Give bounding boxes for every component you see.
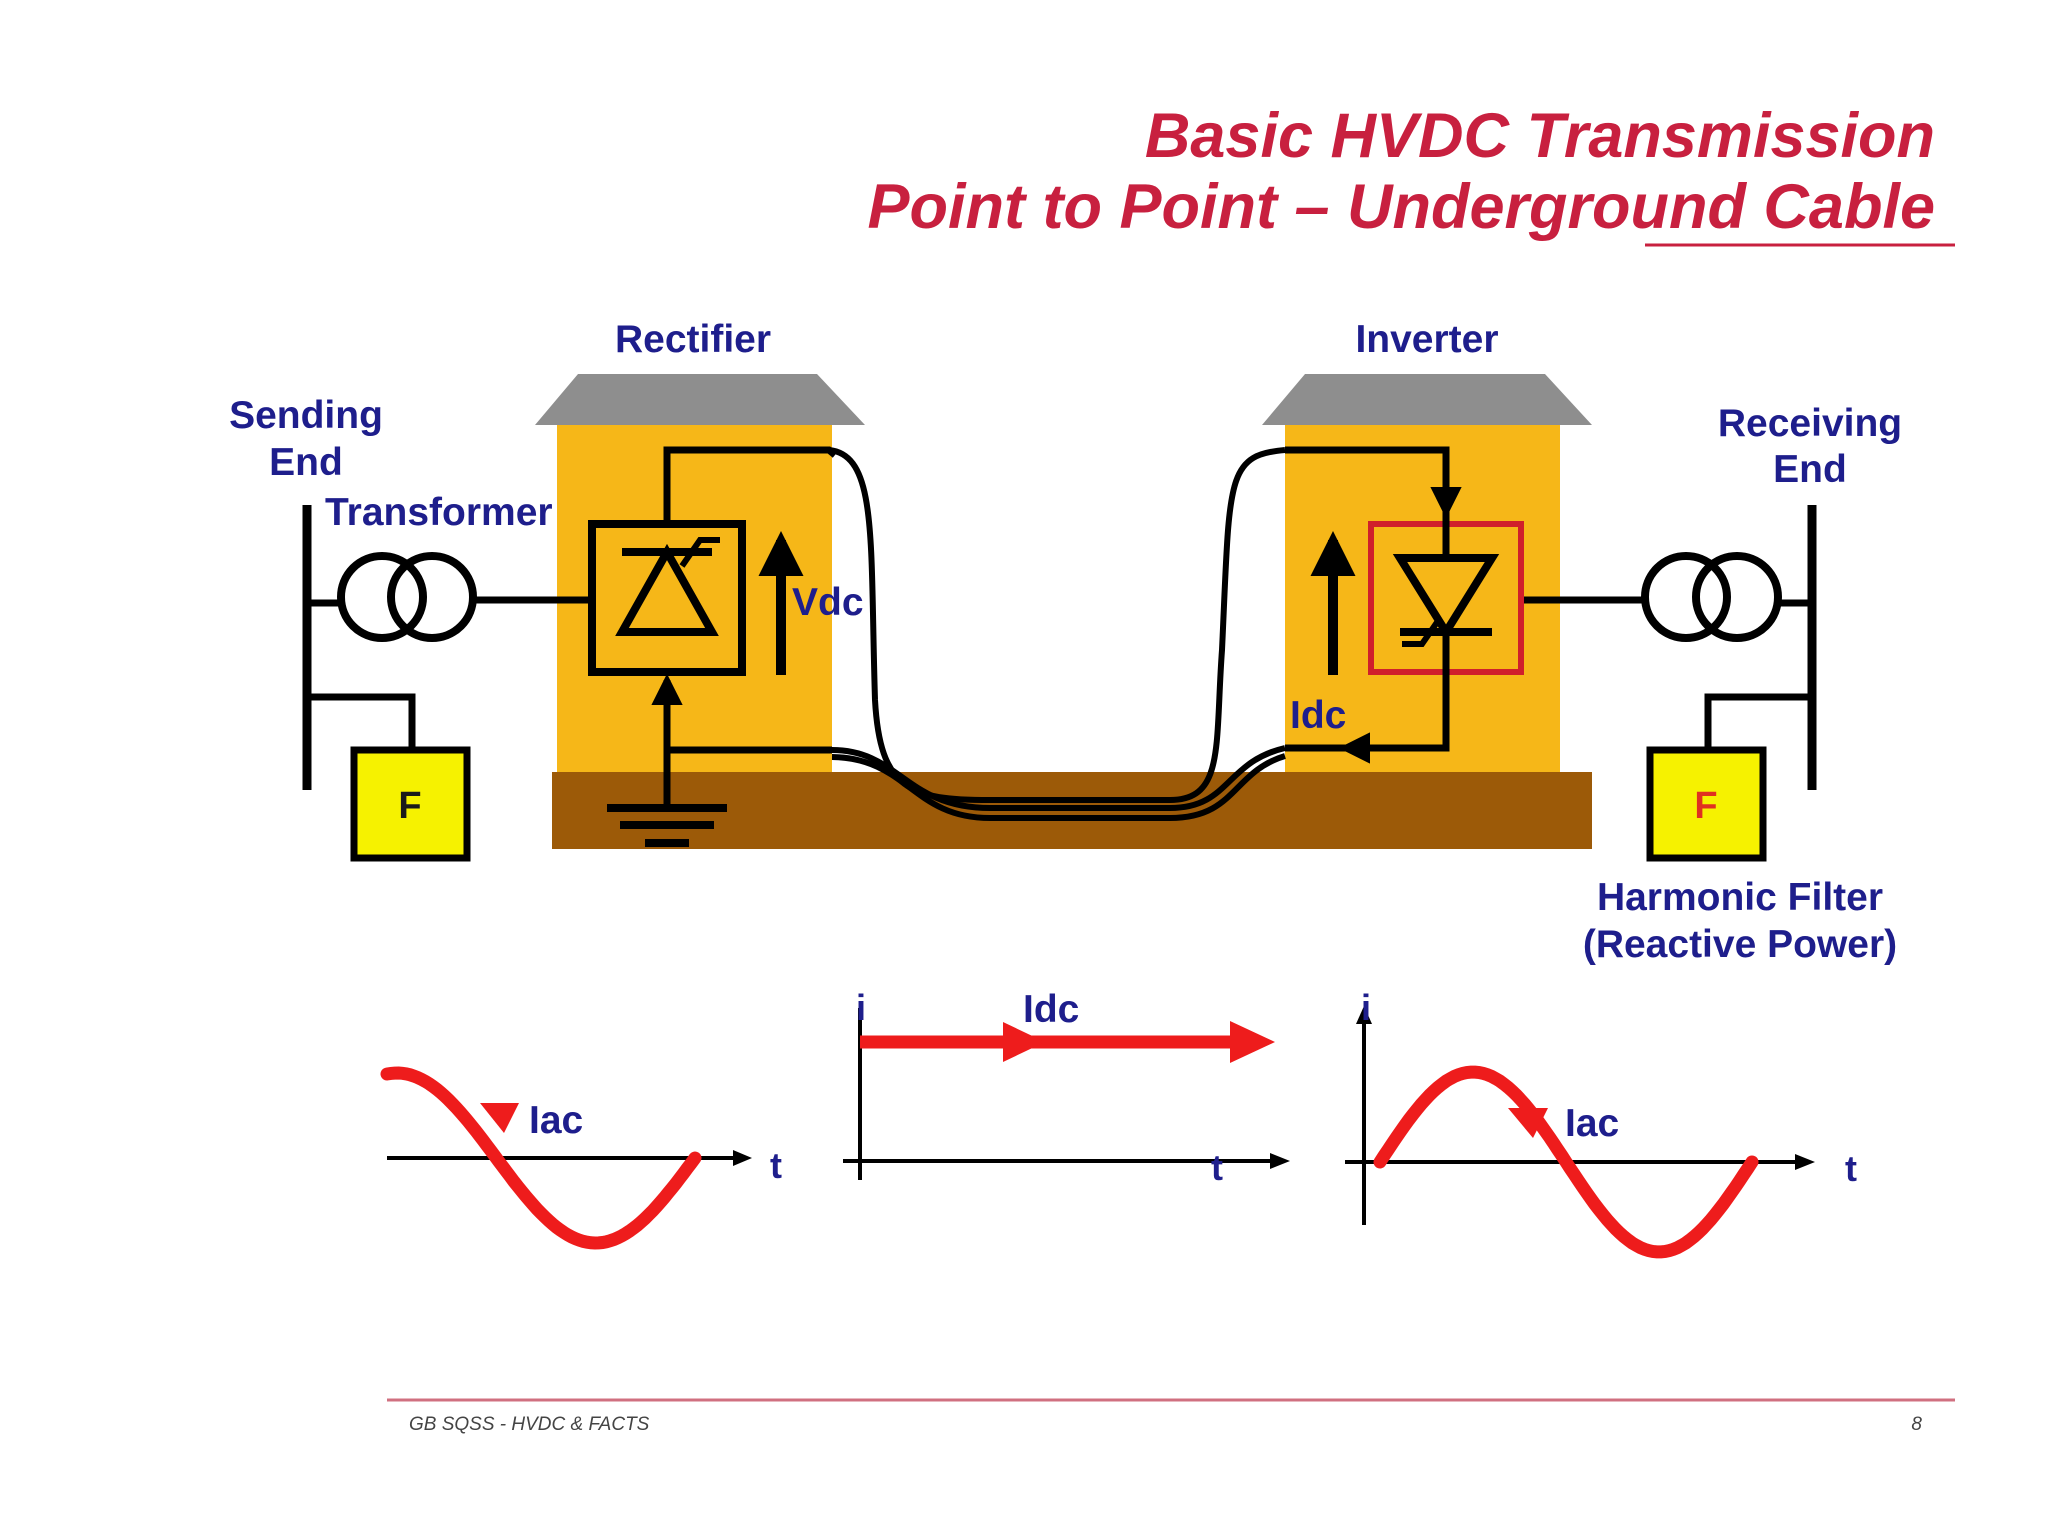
rectifier-label: Rectifier <box>615 318 771 361</box>
waveform-right-i: i <box>1361 987 1371 1028</box>
idc-label: Idc <box>1290 694 1346 737</box>
slide-footer: GB SQSS - HVDC & FACTS 8 <box>387 1398 1955 1435</box>
title-line-1: Basic HVDC Transmission <box>1145 101 1935 171</box>
footer-page-number: 8 <box>1911 1414 1922 1435</box>
waveform-right-curve <box>1373 1065 1759 1259</box>
waveform-right-t: t <box>1845 1148 1857 1189</box>
waveform-right-ac: i t Iac <box>1345 987 1857 1259</box>
waveform-middle-dc: i t Idc <box>843 987 1290 1188</box>
waveform-left-ac: t Iac <box>380 1066 782 1250</box>
transformer-label: Transformer <box>325 491 553 534</box>
ground-symbol <box>607 804 727 847</box>
sending-transformer <box>337 552 477 642</box>
rectifier-roof <box>535 374 865 425</box>
waveform-left-curve <box>380 1066 702 1250</box>
sending-end-label-1: Sending <box>229 394 383 437</box>
waveform-left-label: Iac <box>529 1099 583 1142</box>
inverter-roof <box>1262 374 1592 425</box>
slide-title: Basic HVDC Transmission Point to Point –… <box>868 101 1955 247</box>
receiving-end-equipment: F <box>1522 505 1817 862</box>
waveform-right-label: Iac <box>1565 1102 1619 1145</box>
rectifier-building <box>535 374 865 772</box>
diagram-labels: Rectifier Inverter Sending End Transform… <box>229 318 1902 966</box>
waveform-middle-arrowhead <box>1230 1021 1275 1063</box>
filter-box-left <box>350 746 471 862</box>
waveform-middle-i: i <box>856 987 866 1028</box>
waveform-left-t: t <box>770 1145 782 1186</box>
waveform-middle-label: Idc <box>1023 988 1079 1031</box>
sending-end-equipment: F <box>302 505 592 862</box>
filter-label-right: F <box>1694 785 1717 827</box>
waveform-right-arrowhead <box>1508 1108 1548 1138</box>
receiving-end-label-2: End <box>1773 448 1847 491</box>
filter-box-right <box>1646 746 1767 862</box>
underground-cable <box>828 447 1286 821</box>
sending-end-label-2: End <box>269 441 343 484</box>
harmonic-filter-label-2: (Reactive Power) <box>1583 923 1897 966</box>
harmonic-filter-label-1: Harmonic Filter <box>1597 876 1883 919</box>
vdc-label: Vdc <box>792 581 864 624</box>
filter-label-left: F <box>398 785 421 827</box>
inverter-label: Inverter <box>1355 318 1498 361</box>
receiving-end-label-1: Receiving <box>1718 402 1902 445</box>
title-line-2: Point to Point – Underground Cable <box>868 172 1935 242</box>
waveform-middle-t: t <box>1211 1147 1223 1188</box>
receiving-transformer <box>1641 552 1782 642</box>
footer-text: GB SQSS - HVDC & FACTS <box>409 1414 650 1435</box>
waveform-left-arrowhead <box>480 1103 519 1133</box>
inverter-dc-circuit <box>1285 446 1462 764</box>
